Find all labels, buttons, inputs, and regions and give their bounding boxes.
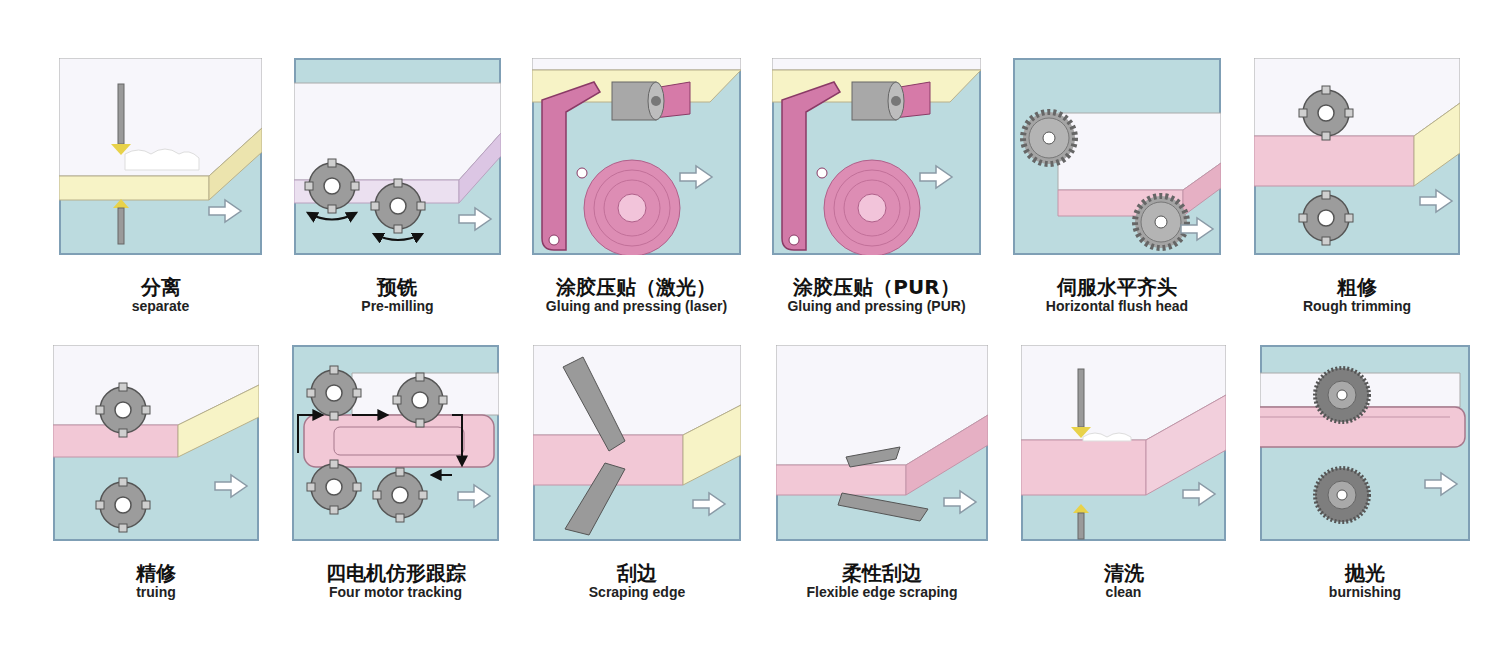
separate-panel bbox=[59, 58, 262, 254]
gluing-pur-panel bbox=[772, 58, 981, 256]
gluing-laser-panel bbox=[532, 58, 741, 256]
process-step: 涂胶压贴（PUR）Gluing and pressing (PUR) bbox=[772, 58, 981, 318]
process-step: 四电机仿形跟踪Four motor tracking bbox=[292, 345, 499, 604]
step-name-english: burnishing bbox=[1329, 584, 1401, 600]
step-name-chinese: 抛光 bbox=[1329, 562, 1401, 584]
step-label: 伺服水平齐头Horizontal flush head bbox=[1046, 276, 1188, 314]
pre-milling-panel bbox=[294, 59, 501, 254]
step-name-english: clean bbox=[1104, 584, 1144, 600]
process-step: 涂胶压贴（激光）Gluing and pressing (laser) bbox=[532, 58, 741, 318]
truing-panel bbox=[53, 345, 259, 540]
step-label: 涂胶压贴（PUR）Gluing and pressing (PUR) bbox=[787, 276, 965, 314]
step-name-chinese: 伺服水平齐头 bbox=[1046, 276, 1188, 298]
step-name-english: Gluing and pressing (PUR) bbox=[787, 298, 965, 314]
step-name-chinese: 四电机仿形跟踪 bbox=[326, 562, 466, 584]
step-name-english: Four motor tracking bbox=[326, 584, 466, 600]
step-label: 精修truing bbox=[136, 562, 176, 600]
step-name-chinese: 刮边 bbox=[589, 562, 685, 584]
burnishing-panel bbox=[1250, 346, 1469, 540]
clean-panel bbox=[1021, 345, 1226, 540]
step-name-chinese: 涂胶压贴（激光） bbox=[546, 276, 727, 298]
step-name-chinese: 清洗 bbox=[1104, 562, 1144, 584]
process-step: 柔性刮边Flexible edge scraping bbox=[776, 345, 988, 604]
process-step: 粗修Rough trimming bbox=[1254, 58, 1460, 318]
step-name-english: Gluing and pressing (laser) bbox=[546, 298, 727, 314]
flexible-scraping-panel bbox=[776, 345, 988, 540]
scraping-panel bbox=[533, 345, 741, 540]
step-label: 抛光burnishing bbox=[1329, 562, 1401, 600]
step-label: 涂胶压贴（激光）Gluing and pressing (laser) bbox=[546, 276, 727, 314]
process-step: 精修truing bbox=[53, 345, 259, 604]
step-name-chinese: 分离 bbox=[132, 276, 190, 298]
step-name-english: separate bbox=[132, 298, 190, 314]
step-name-chinese: 预铣 bbox=[361, 276, 433, 298]
four-motor-panel bbox=[293, 346, 499, 540]
step-name-chinese: 涂胶压贴（PUR） bbox=[787, 276, 965, 298]
process-step: 预铣Pre-milling bbox=[294, 58, 501, 318]
step-label: 清洗clean bbox=[1104, 562, 1144, 600]
step-name-chinese: 精修 bbox=[136, 562, 176, 584]
process-step: 抛光burnishing bbox=[1260, 345, 1470, 604]
process-step: 刮边Scraping edge bbox=[533, 345, 741, 604]
flush-head-panel bbox=[1014, 59, 1221, 254]
step-label: 刮边Scraping edge bbox=[589, 562, 685, 600]
step-name-chinese: 柔性刮边 bbox=[807, 562, 958, 584]
step-name-chinese: 粗修 bbox=[1303, 276, 1411, 298]
step-label: 四电机仿形跟踪Four motor tracking bbox=[326, 562, 466, 600]
rough-trimming-panel bbox=[1254, 58, 1460, 254]
step-name-english: Horizontal flush head bbox=[1046, 298, 1188, 314]
step-name-english: Pre-milling bbox=[361, 298, 433, 314]
step-name-english: Flexible edge scraping bbox=[807, 584, 958, 600]
step-name-english: Rough trimming bbox=[1303, 298, 1411, 314]
process-step: 伺服水平齐头Horizontal flush head bbox=[1013, 58, 1221, 318]
step-label: 柔性刮边Flexible edge scraping bbox=[807, 562, 958, 600]
step-name-english: truing bbox=[136, 584, 176, 600]
step-label: 预铣Pre-milling bbox=[361, 276, 433, 314]
process-step: 分离separate bbox=[59, 58, 262, 318]
step-label: 粗修Rough trimming bbox=[1303, 276, 1411, 314]
step-name-english: Scraping edge bbox=[589, 584, 685, 600]
step-label: 分离separate bbox=[132, 276, 190, 314]
process-step: 清洗clean bbox=[1021, 345, 1226, 604]
